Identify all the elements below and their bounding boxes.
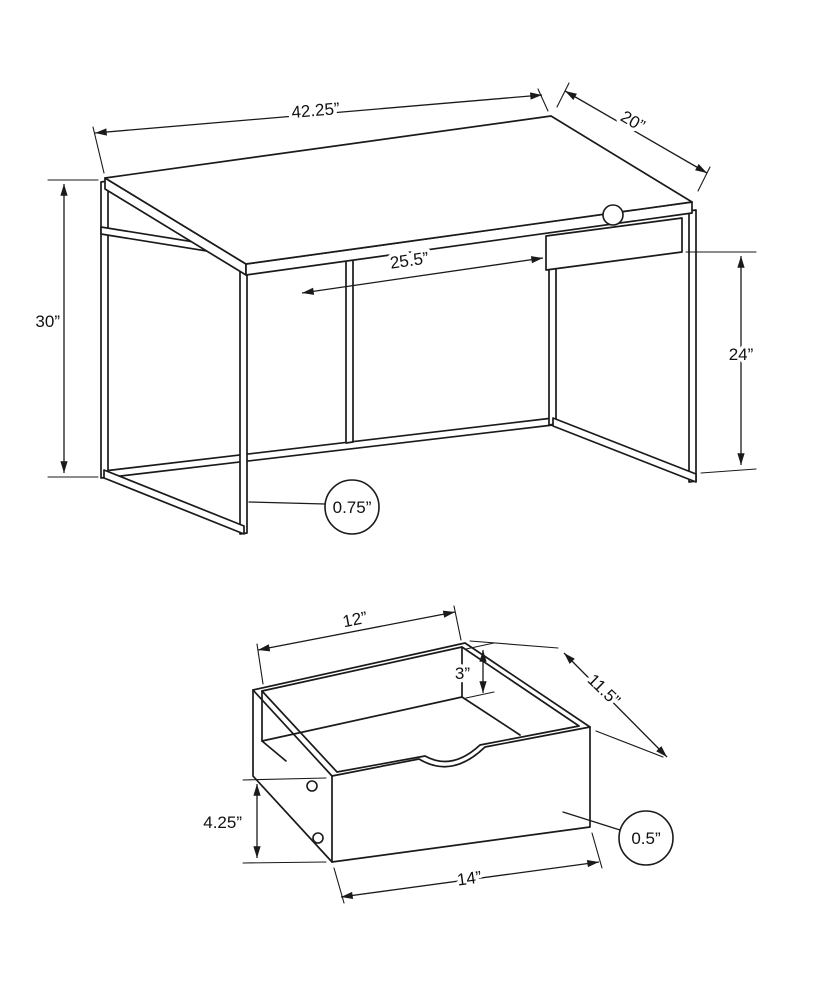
desk-back-left-leg bbox=[100, 180, 109, 479]
desk-front-left-leg bbox=[239, 269, 248, 535]
desk-clearance-ext-line-2 bbox=[700, 468, 757, 474]
desk-drawer-front bbox=[545, 217, 683, 271]
drawer-outer-width-dim-line bbox=[340, 859, 600, 900]
drawer-side-depth-label: 11.5” bbox=[584, 670, 624, 710]
drawer-panel-thickness-callout: 0.5” bbox=[562, 810, 674, 866]
drawer-inner-rim bbox=[261, 646, 580, 773]
drawer-front-height-ext-line-1 bbox=[242, 777, 327, 781]
desk-width-ext-line-1 bbox=[92, 126, 105, 174]
desk-width-dim-line bbox=[94, 92, 543, 136]
desk-knee-space-label: 25.5” bbox=[389, 248, 430, 272]
drawer-floor-right-edge bbox=[461, 696, 521, 736]
drawer-front-height-label: 4.25” bbox=[203, 813, 242, 832]
drawer-left-rim-edge bbox=[252, 689, 333, 777]
drawer-screw-hole-top bbox=[306, 780, 318, 792]
drawer-outer-width-ext-line-1 bbox=[333, 867, 345, 904]
desk-height-dimension: 30” bbox=[32, 179, 99, 478]
desk-front-right-leg bbox=[688, 209, 697, 483]
drawer-inner-depth-ext-line-1 bbox=[465, 642, 495, 650]
desk-rear-crossbar bbox=[103, 417, 554, 479]
drawer-inner-width-label: 12” bbox=[341, 608, 369, 631]
desk-drawer-finger-hole bbox=[602, 204, 624, 226]
drawer-side-depth-dim-line bbox=[563, 652, 668, 758]
desk-clearance-label: 24” bbox=[729, 345, 754, 364]
desk-back-right-leg bbox=[548, 260, 557, 426]
drawer-panel-thickness-leader bbox=[562, 811, 621, 831]
drawer-side-depth-ext-line-1 bbox=[469, 640, 559, 649]
drawer-front-height-dimension: 4.25” bbox=[200, 777, 327, 864]
desk-depth-label: 20” bbox=[617, 107, 648, 136]
desk-depth-ext-line-1 bbox=[556, 82, 570, 108]
drawer-screw-hole-bottom bbox=[312, 832, 324, 844]
desk-right-stretcher bbox=[552, 417, 697, 483]
drawer-inner-depth-ext-line-2 bbox=[465, 691, 495, 699]
desk-depth-dim-line bbox=[564, 90, 708, 174]
drawer-floor-back-edge bbox=[261, 696, 463, 742]
desk-height-label: 30” bbox=[35, 312, 60, 331]
desk-width-ext-line-2 bbox=[537, 88, 549, 112]
drawer-outer-width-label: 14” bbox=[456, 867, 483, 889]
drawer-inner-width-dim-line bbox=[257, 610, 456, 652]
desk-frame-thickness-callout: 0.75” bbox=[248, 479, 380, 535]
drawer-figure: 12” 3” 11.5” 4.25” 14” bbox=[200, 604, 674, 904]
drawer-inner-width-ext-line-2 bbox=[453, 605, 462, 641]
desk-frame-thickness-circle bbox=[324, 479, 380, 535]
desk-frame-thickness-label: 0.75” bbox=[333, 498, 372, 517]
drawer-inner-depth-dimension: 3” bbox=[451, 642, 495, 699]
desk-frame-thickness-leader bbox=[248, 501, 326, 505]
desk-figure: 42.25” 20” 30” 25.5” 24” bbox=[32, 82, 757, 535]
desk-clearance-dimension: 24” bbox=[685, 251, 757, 474]
drawer-panel-thickness-label: 0.5” bbox=[631, 829, 661, 848]
desk-left-stretcher bbox=[103, 469, 245, 535]
drawer-floor-left-edge bbox=[261, 740, 287, 762]
desk-depth-ext-line-2 bbox=[697, 166, 711, 192]
drawer-front-height-ext-line-2 bbox=[242, 861, 327, 864]
drawer-panel-thickness-circle bbox=[618, 810, 674, 866]
desk-knee-space-dim-line bbox=[301, 256, 544, 295]
drawer-side-depth-ext-line-2 bbox=[595, 730, 664, 758]
desk-width-label: 42.25” bbox=[291, 99, 341, 122]
desktop-surface bbox=[104, 115, 693, 265]
drawer-body bbox=[252, 642, 591, 863]
drawer-front-rim-with-notch bbox=[331, 726, 591, 777]
drawer-outer-width-ext-line-2 bbox=[591, 832, 603, 869]
drawer-inner-depth-label: 3” bbox=[455, 664, 470, 683]
